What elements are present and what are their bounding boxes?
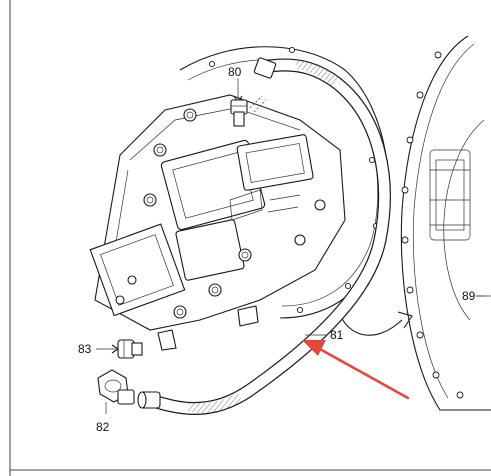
fitting-80	[230, 78, 267, 127]
hose-81	[137, 57, 391, 415]
fitting-83	[96, 339, 143, 359]
indicator-arrow	[302, 340, 410, 400]
callout-81: 81	[330, 328, 344, 342]
callout-82: 82	[96, 420, 110, 434]
flange-housing-89	[400, 35, 491, 411]
callout-83: 83	[78, 342, 92, 356]
callout-89: 89	[462, 289, 476, 303]
motor-valve-assembly	[89, 94, 346, 351]
callout-80: 80	[228, 65, 242, 79]
page-frame	[9, 0, 491, 476]
rotation-arrow	[339, 311, 413, 336]
fitting-82	[97, 369, 135, 414]
